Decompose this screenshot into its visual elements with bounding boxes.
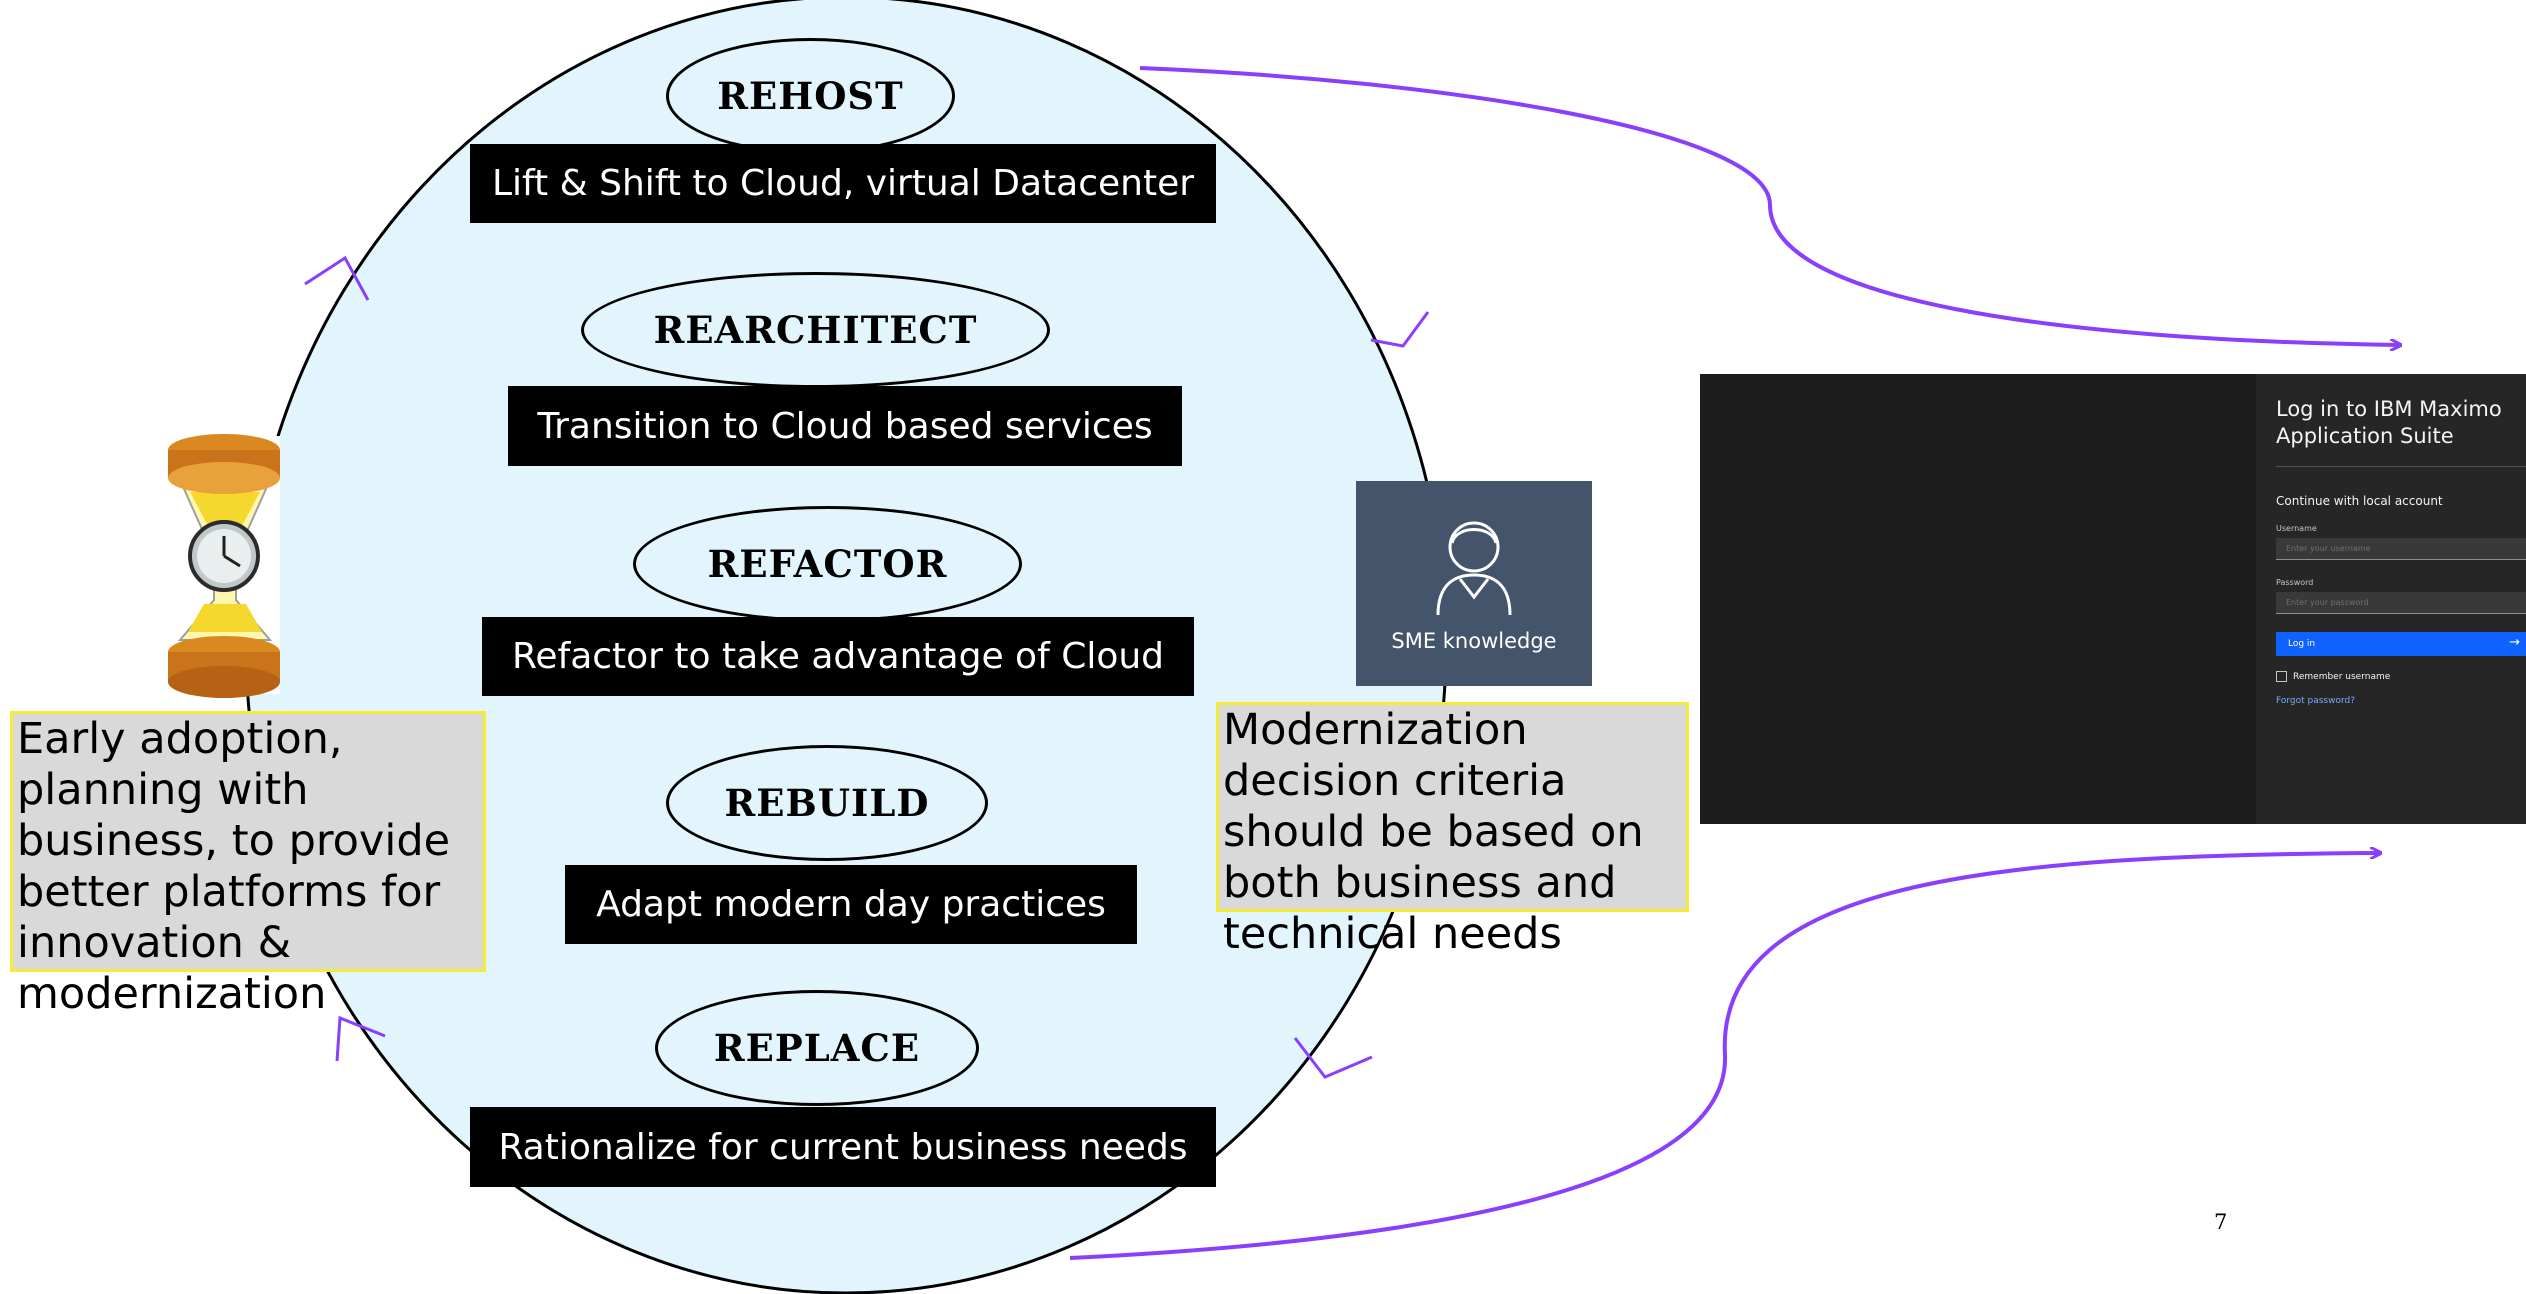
note-decision-criteria: Modernization decision criteria should b…	[1216, 702, 1689, 959]
connector-arrow-top	[1139, 66, 2400, 345]
strategy-replace: REPLACE	[655, 990, 979, 1106]
cycle-arrow-bottom-right	[1293, 1037, 1373, 1079]
connector-arrow-bottom	[1069, 853, 2380, 1260]
username-input[interactable]: Enter your username	[2276, 538, 2526, 560]
person-icon	[1436, 521, 1512, 616]
strategy-replace-description: Rationalize for current business needs	[470, 1107, 1216, 1187]
login-panel: Log in to IBM Maximo Application Suite C…	[2256, 374, 2526, 824]
strategy-rearchitect-description: Transition to Cloud based services	[508, 386, 1182, 466]
strategy-rearchitect: REARCHITECT	[581, 272, 1050, 388]
login-divider	[2276, 466, 2526, 467]
login-title: Log in to IBM Maximo Application Suite	[2276, 397, 2502, 448]
checkbox-icon	[2276, 671, 2287, 682]
sme-knowledge-tile: SME knowledge	[1356, 481, 1592, 686]
login-button[interactable]: Log in →	[2276, 632, 2526, 656]
arrow-right-icon: →	[2509, 635, 2520, 650]
sme-knowledge-label: SME knowledge	[1391, 629, 1557, 653]
forgot-password-link[interactable]: Forgot password?	[2276, 696, 2356, 706]
maximo-login-screenshot: Log in to IBM Maximo Application Suite C…	[1700, 374, 2526, 824]
hourglass-clock-icon	[168, 434, 280, 698]
username-label: Username	[2276, 524, 2317, 533]
strategy-refactor: REFACTOR	[633, 506, 1022, 622]
remember-username-checkbox[interactable]: Remember username	[2276, 671, 2390, 682]
strategy-rebuild-description: Adapt modern day practices	[565, 865, 1137, 944]
login-button-label: Log in	[2288, 639, 2316, 649]
continue-local-account-text: Continue with local account	[2276, 494, 2443, 508]
remember-username-label: Remember username	[2293, 672, 2391, 682]
strategy-rebuild: REBUILD	[666, 745, 988, 861]
password-input[interactable]: Enter your password	[2276, 592, 2526, 614]
strategy-refactor-description: Refactor to take advantage of Cloud	[482, 617, 1194, 696]
page-number: 7	[2214, 1210, 2228, 1234]
cycle-arrow-bottom-left	[335, 1015, 386, 1062]
password-label: Password	[2276, 578, 2314, 587]
strategy-rehost: REHOST	[666, 38, 955, 154]
strategy-rehost-description: Lift & Shift to Cloud, virtual Datacente…	[470, 144, 1216, 223]
cycle-arrow-top-left	[304, 255, 370, 301]
note-early-adoption: Early adoption, planning with business, …	[10, 711, 486, 1019]
cycle-arrow-top-right	[1370, 311, 1430, 348]
